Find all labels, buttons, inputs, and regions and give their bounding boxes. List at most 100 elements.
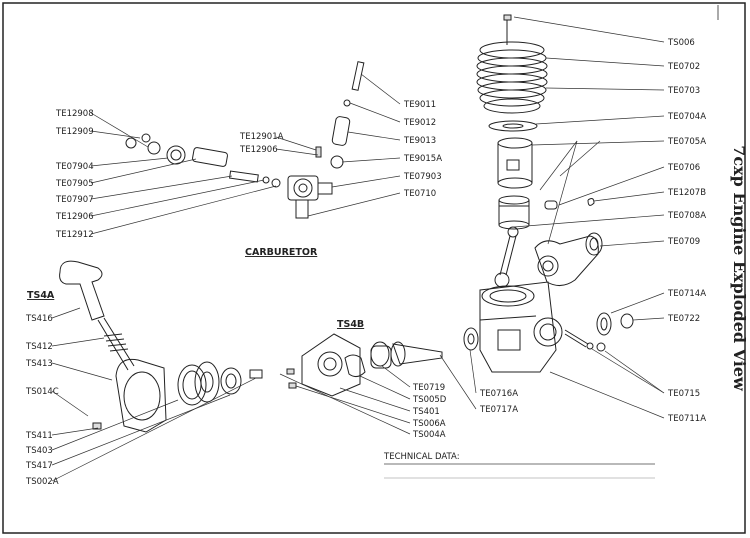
carb-oring-part	[271, 178, 281, 188]
exhaust-manifold-part	[534, 232, 603, 286]
label-te0706: TE0706	[667, 163, 700, 173]
bolt-part	[286, 368, 295, 375]
spraybar-part	[229, 170, 259, 183]
drive-screw-part	[564, 329, 589, 348]
one-way-bearing-part	[392, 343, 443, 365]
label-te12906-left: TE12906	[55, 212, 94, 222]
carb-left-labels: TE12908 TE12909 TE07904 TE07905 TE07907 …	[55, 109, 94, 240]
rear-bearing-part	[463, 327, 479, 351]
ts4b-heading: TS4B	[337, 319, 364, 330]
label-te0716a: TE0716A	[479, 389, 518, 399]
drum-part	[194, 361, 220, 403]
label-te1207b: TE1207B	[667, 188, 706, 198]
pin-clip-part	[587, 198, 595, 206]
piston-part	[498, 195, 530, 230]
label-te0714a: TE0714A	[667, 289, 706, 299]
barrel-oring-part	[166, 145, 186, 165]
front-bearing-part	[596, 312, 612, 336]
cylinder-liner-part	[497, 137, 533, 189]
right-label-column: TS006 TE0702 TE0703 TE0704A TE0705A TE07…	[667, 38, 706, 424]
label-te0710: TE0710	[403, 189, 436, 199]
pulley-part	[177, 364, 207, 406]
label-te9015a: TE9015A	[403, 154, 442, 164]
label-ts417: TS417	[25, 461, 53, 471]
label-te0709: TE0709	[667, 237, 700, 247]
label-te9013: TE9013	[403, 136, 436, 146]
bolt2-part	[288, 382, 297, 389]
label-te0715: TE0715	[667, 389, 700, 399]
leader-lines	[51, 16, 665, 482]
spring-coil-part	[103, 333, 129, 352]
engine-head-group	[463, 14, 634, 373]
carb-right-labels: TE9011 TE9012 TE9013 TE9015A TE07903 TE0…	[403, 100, 442, 199]
drawing-title: 7cxp Engine Exploded View	[730, 145, 749, 392]
label-te0719: TE0719	[412, 383, 445, 393]
backplate-labels: TE0719 TS005D TS401 TS006A TS004A	[412, 383, 447, 440]
backplate-part	[301, 333, 361, 397]
label-ts005d: TS005D	[412, 395, 447, 405]
label-te12908: TE12908	[55, 109, 94, 119]
small-spring-part	[249, 369, 263, 379]
ts4a-heading: TS4A	[27, 290, 55, 301]
label-te07903: TE07903	[403, 172, 442, 182]
label-te0702: TE0702	[667, 62, 700, 72]
fitting-part	[330, 155, 344, 169]
label-te12909: TE12909	[55, 127, 94, 137]
label-te9011: TE9011	[403, 100, 436, 110]
housing-screw-part	[92, 422, 102, 430]
adapter-part	[344, 354, 366, 378]
label-te0704a: TE0704A	[667, 112, 706, 122]
pawl-spring-part	[220, 367, 242, 395]
label-ts006a: TS006A	[412, 419, 446, 429]
label-ts002a: TS002A	[25, 477, 59, 487]
carb-mid-labels: TE12901A TE12906	[239, 132, 284, 155]
throttle-barrel-part	[192, 147, 228, 167]
carb-body-part	[287, 175, 333, 219]
label-ts014c: TS014C	[25, 387, 59, 397]
spring-part	[141, 133, 151, 143]
label-te07904: TE07904	[55, 162, 94, 172]
label-ts401: TS401	[412, 407, 440, 417]
cooling-head-part	[476, 41, 548, 114]
connecting-rod-part	[494, 226, 519, 288]
label-te0722: TE0722	[667, 314, 700, 324]
nut-part	[596, 342, 606, 352]
idle-screw-part	[147, 141, 161, 155]
front-nut-part	[620, 313, 634, 329]
label-te12906-mid: TE12906	[239, 145, 278, 155]
carburetor-group	[125, 61, 365, 219]
label-ts004a: TS004A	[412, 430, 446, 440]
label-ts412: TS412	[25, 342, 53, 352]
bottom-labels: TE0716A TE0717A	[479, 389, 518, 415]
technical-data-heading: TECHNICAL DATA:	[383, 452, 460, 462]
label-te0703: TE0703	[667, 86, 700, 96]
needle-part	[351, 61, 365, 91]
label-te0717a: TE0717A	[479, 405, 518, 415]
washer-part	[586, 342, 594, 350]
label-te07907: TE07907	[55, 195, 94, 205]
label-te0705a: TE0705A	[667, 137, 706, 147]
head-gasket-part	[488, 120, 538, 132]
label-ts413: TS413	[25, 359, 53, 369]
starter-group	[59, 260, 263, 433]
label-te0708a: TE0708A	[667, 211, 706, 221]
label-te0711a: TE0711A	[667, 414, 706, 424]
wrist-pin-part	[544, 200, 558, 210]
starter-labels: TS416 TS412 TS413 TS014C TS411 TS403 TS4…	[25, 314, 59, 487]
label-te9012: TE9012	[403, 118, 436, 128]
needle-oring-part	[343, 99, 351, 107]
pull-handle-part	[59, 260, 105, 321]
carb-screw-part	[315, 146, 322, 158]
pull-rope-part	[97, 317, 135, 371]
head-screw-part	[503, 14, 512, 21]
label-te12901a: TE12901A	[239, 132, 284, 142]
gasket-ring-part	[370, 341, 390, 367]
label-te12912: TE12912	[55, 230, 94, 240]
label-ts403: TS403	[25, 446, 53, 456]
label-ts006: TS006	[667, 38, 695, 48]
needle-housing-part	[331, 116, 351, 146]
crankcase-part	[479, 281, 563, 373]
starter-housing-part	[115, 358, 167, 433]
